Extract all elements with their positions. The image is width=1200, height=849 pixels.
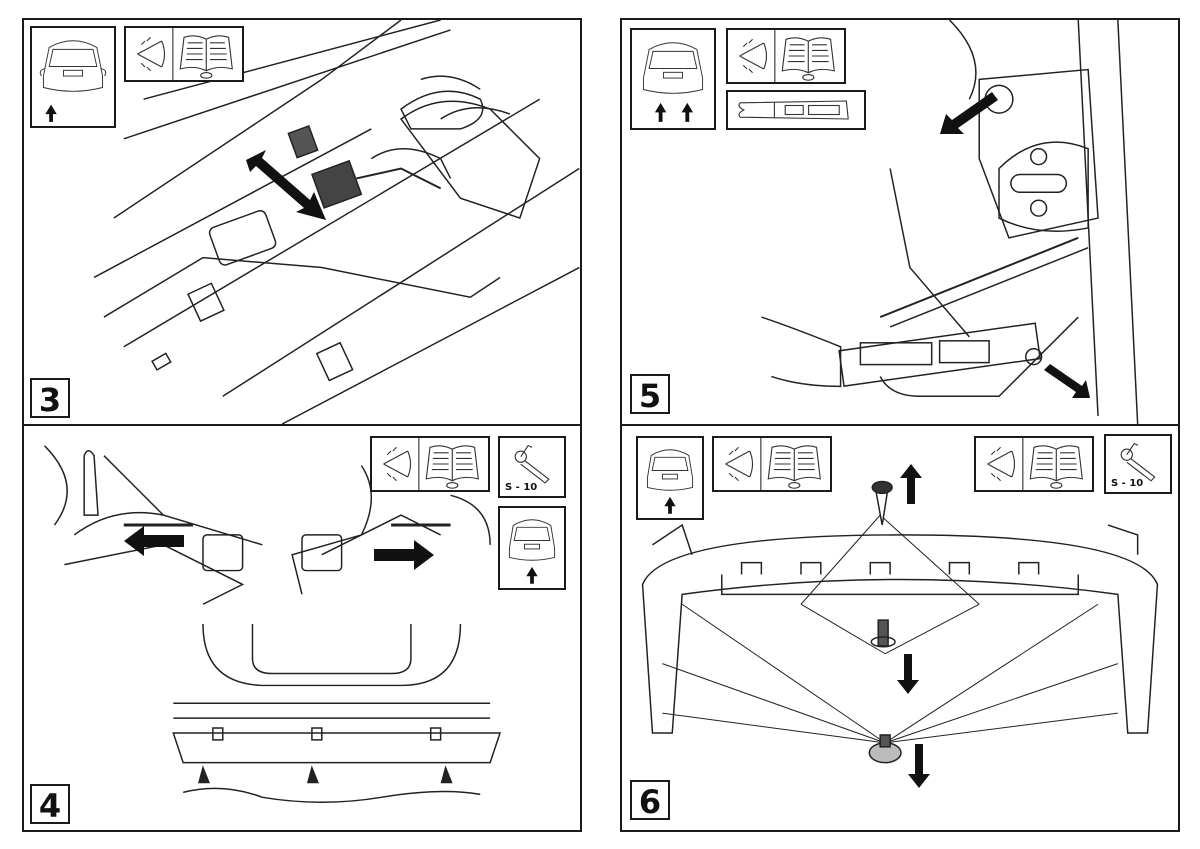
eye-manual-icon-group <box>124 26 244 82</box>
arrow-down-left-icon <box>940 92 998 134</box>
eye-icon <box>137 36 166 72</box>
manual-book-icon <box>1029 445 1083 489</box>
step-number: 4 <box>30 784 70 825</box>
step-6-illustration <box>641 480 1159 764</box>
step-5-panel: 5 <box>620 18 1180 426</box>
step-number: 6 <box>630 780 670 821</box>
eye-icon <box>987 446 1016 482</box>
trim-removal-tool-icon <box>726 90 866 130</box>
eye-manual-icon-group <box>712 436 832 492</box>
step-number: 3 <box>30 378 70 419</box>
arrow-down-icon <box>908 744 930 788</box>
arrow-up-icon <box>900 464 922 504</box>
step-3-illustration <box>93 20 580 424</box>
arrow-down-right-icon <box>1044 364 1090 398</box>
arrow-left-icon <box>124 526 184 556</box>
manual-book-icon <box>781 37 835 81</box>
eye-icon <box>725 446 754 482</box>
arrow-down-icon <box>897 654 919 694</box>
step-6-panel: S - 10 6 <box>620 424 1180 832</box>
arrow-right-icon <box>374 540 434 570</box>
manual-book-icon <box>179 35 233 79</box>
eye-manual-icon-group <box>974 436 1094 492</box>
socket-wrench-icon-box: S - 10 <box>498 436 566 498</box>
rear-view-car-icon <box>636 436 704 520</box>
step-number: 5 <box>630 374 670 415</box>
socket-wrench-icon <box>514 444 550 484</box>
double-arrow-icon <box>246 150 326 220</box>
tool-size-label: S - 10 <box>1111 478 1144 489</box>
manual-book-icon <box>425 445 479 489</box>
socket-wrench-icon <box>1120 442 1156 482</box>
step-4-panel: S - 10 4 <box>22 424 582 832</box>
rear-view-car-icon <box>30 26 116 128</box>
eye-icon <box>739 38 768 74</box>
step-3-panel: 3 <box>22 18 582 426</box>
step-4-illustration <box>44 445 502 803</box>
step-5-illustration <box>761 20 1139 424</box>
eye-manual-icon-group <box>726 28 846 84</box>
tool-size-label: S - 10 <box>505 482 538 493</box>
manual-book-icon <box>767 445 821 489</box>
socket-wrench-icon-box: S - 10 <box>1104 434 1172 494</box>
eye-icon <box>383 446 412 482</box>
rear-view-car-icon <box>630 28 716 130</box>
eye-manual-icon-group <box>370 436 490 492</box>
rear-view-car-icon <box>498 506 566 590</box>
